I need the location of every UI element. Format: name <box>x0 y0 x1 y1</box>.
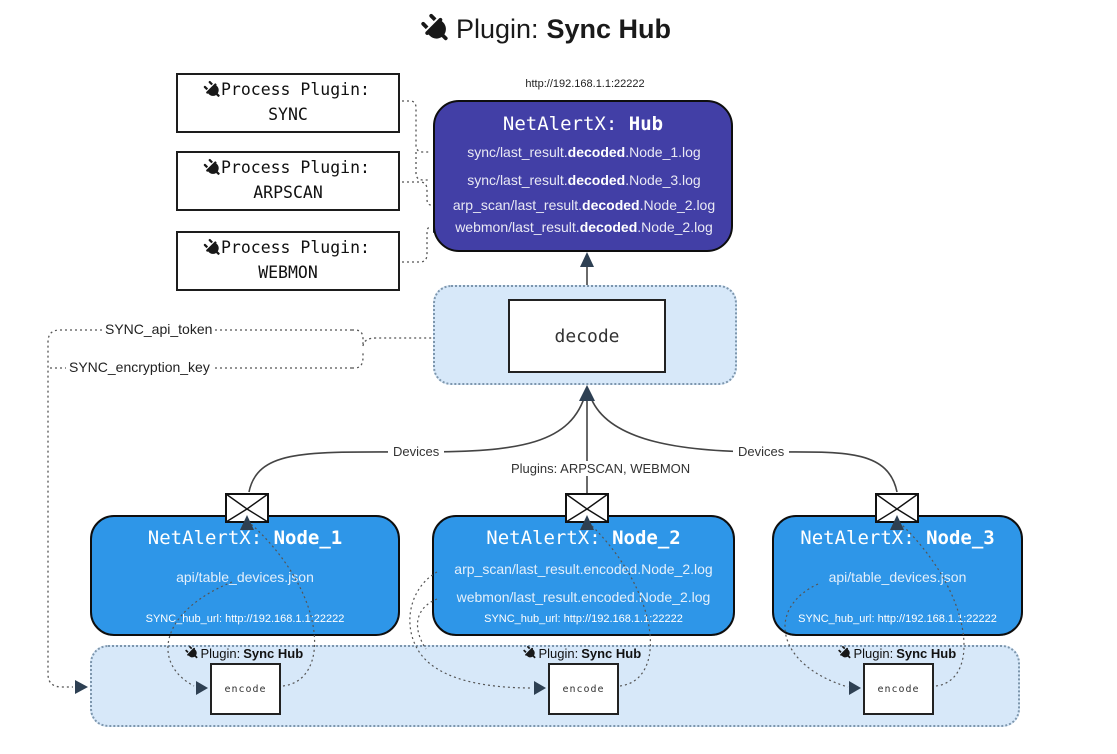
envelope-icon <box>565 493 609 523</box>
encoder-plugin-label: Plugin: Sync Hub <box>165 646 325 661</box>
plug-icon <box>183 645 200 662</box>
config-api-token-label: SYNC_api_token <box>102 321 216 337</box>
plug-icon <box>418 11 456 49</box>
plug-icon <box>521 645 538 662</box>
page-title-prefix: Plugin: <box>455 14 539 44</box>
process-plugin-box-arpscan: Process Plugin: ARPSCAN <box>176 151 400 211</box>
page-title-name: Sync Hub <box>546 14 672 44</box>
hub-log-line: sync/last_result.decoded.Node_3.log <box>467 172 701 188</box>
edge-label-devices-left: Devices <box>388 444 445 459</box>
hub-log-line: arp_scan/last_result.decoded.Node_2.log <box>452 197 716 213</box>
encode-box: encode <box>210 663 281 715</box>
node-1-box: NetAlertX: Node_1 api/table_devices.json… <box>90 515 400 636</box>
process-plugin-name: WEBMON <box>258 263 318 282</box>
hub-title: NetAlertX: Hub <box>435 113 731 135</box>
node-title: NetAlertX: Node_3 <box>800 527 995 549</box>
hub-log-line: sync/last_result.decoded.Node_1.log <box>467 144 701 160</box>
node-file-line: api/table_devices.json <box>828 569 967 585</box>
encode-box: encode <box>548 663 619 715</box>
plug-icon <box>836 645 853 662</box>
config-encryption-key-label: SYNC_encryption_key <box>66 359 213 375</box>
node-3-box: NetAlertX: Node_3 api/table_devices.json… <box>772 515 1023 636</box>
node-file-line: api/table_devices.json <box>176 569 314 585</box>
edge-label-plugins: Plugins: ARPSCAN, WEBMON <box>506 461 696 476</box>
process-plugin-box-sync: Process Plugin: SYNC <box>176 73 400 133</box>
process-plugin-name: SYNC <box>268 105 308 124</box>
encoder-plugin-label: Plugin: Sync Hub <box>503 646 663 661</box>
node-2-box: NetAlertX: Node_2 arp_scan/last_result.e… <box>432 515 735 636</box>
hub-log-line: webmon/last_result.decoded.Node_2.log <box>455 219 713 235</box>
encoder-plugin-label: Plugin: Sync Hub <box>818 646 978 661</box>
envelope-icon <box>225 493 269 523</box>
hub-title-prefix: NetAlertX: <box>502 113 629 135</box>
node-hub-url: SYNC_hub_url: http://192.168.1.1:22222 <box>484 613 683 625</box>
process-plugin-label: Process Plugin: <box>220 80 370 100</box>
node-title: NetAlertX: Node_2 <box>486 527 681 549</box>
page-title: Plugin: Sync Hub <box>425 14 671 45</box>
process-plugin-name: ARPSCAN <box>253 183 323 202</box>
node-hub-url: SYNC_hub_url: http://192.168.1.1:22222 <box>798 613 997 625</box>
node-title: NetAlertX: Node_1 <box>147 527 343 549</box>
hub-box: NetAlertX: Hub sync/last_result.decoded.… <box>433 100 733 252</box>
node-file-line: arp_scan/last_result.encoded.Node_2.log <box>454 561 713 577</box>
envelope-icon <box>875 493 919 523</box>
hub-title-name: Hub <box>628 113 664 135</box>
process-plugin-label: Process Plugin: <box>220 158 370 178</box>
node-file-line: webmon/last_result.encoded.Node_2.log <box>456 589 711 605</box>
decode-box: decode <box>508 299 666 373</box>
encode-box: encode <box>863 663 934 715</box>
hub-url-label: http://192.168.1.1:22222 <box>525 78 645 90</box>
node-hub-url: SYNC_hub_url: http://192.168.1.1:22222 <box>145 613 345 625</box>
process-plugin-box-webmon: Process Plugin: WEBMON <box>176 231 400 291</box>
process-plugin-label: Process Plugin: <box>220 238 370 258</box>
edge-label-devices-right: Devices <box>733 444 790 459</box>
